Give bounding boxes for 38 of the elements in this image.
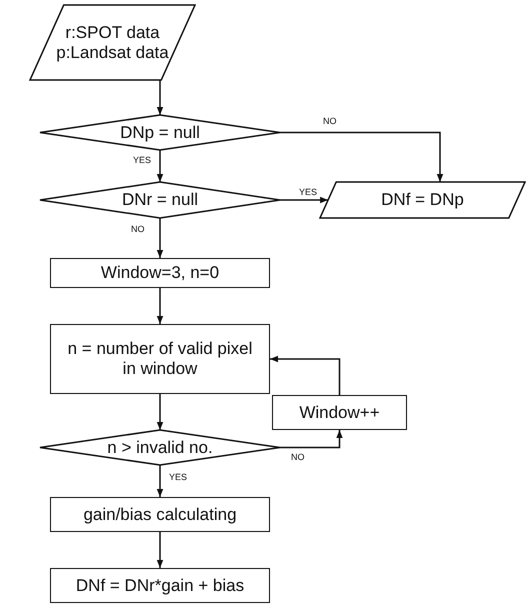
process-box <box>50 568 270 603</box>
node-text: DNf = DNp <box>381 190 464 210</box>
edge-label: NO <box>322 117 338 126</box>
data-parallelogram <box>320 182 525 218</box>
node-text: Window++ <box>299 402 380 422</box>
arrow <box>156 532 164 568</box>
decision-diamond <box>40 182 280 218</box>
node-text: p:Landsat data <box>56 42 169 62</box>
edge-label: NO <box>130 225 146 234</box>
process-box <box>50 324 270 394</box>
arrow <box>156 218 164 258</box>
node-text: gain/bias calculating <box>83 504 237 524</box>
edge-label: YES <box>298 188 318 197</box>
process-box <box>50 258 270 288</box>
arrow <box>280 196 328 204</box>
arrow <box>270 356 340 395</box>
arrow <box>156 465 164 497</box>
node-text: r:SPOT data <box>65 22 160 42</box>
edge-label: YES <box>168 473 188 482</box>
decision-diamond <box>40 115 280 150</box>
decision-diamond <box>40 430 280 465</box>
arrow <box>156 150 164 182</box>
arrow <box>156 394 164 430</box>
process-box <box>50 497 270 532</box>
node-text: DNr = null <box>122 190 198 210</box>
arrow <box>156 288 164 324</box>
arrow <box>156 80 164 115</box>
node-text: Window=3, n=0 <box>100 263 220 283</box>
process-box <box>272 395 407 430</box>
node-text: n > invalid no. <box>107 438 213 458</box>
edge-label: YES <box>132 156 152 165</box>
arrow <box>280 430 343 448</box>
node-text: n = number of valid pixel in window <box>66 339 254 379</box>
node-text: DNp = null <box>120 122 200 142</box>
node-text: DNf = DNr*gain + bias <box>76 576 244 596</box>
arrow <box>280 132 444 182</box>
edge-label: NO <box>290 453 306 462</box>
data-parallelogram <box>30 5 195 80</box>
